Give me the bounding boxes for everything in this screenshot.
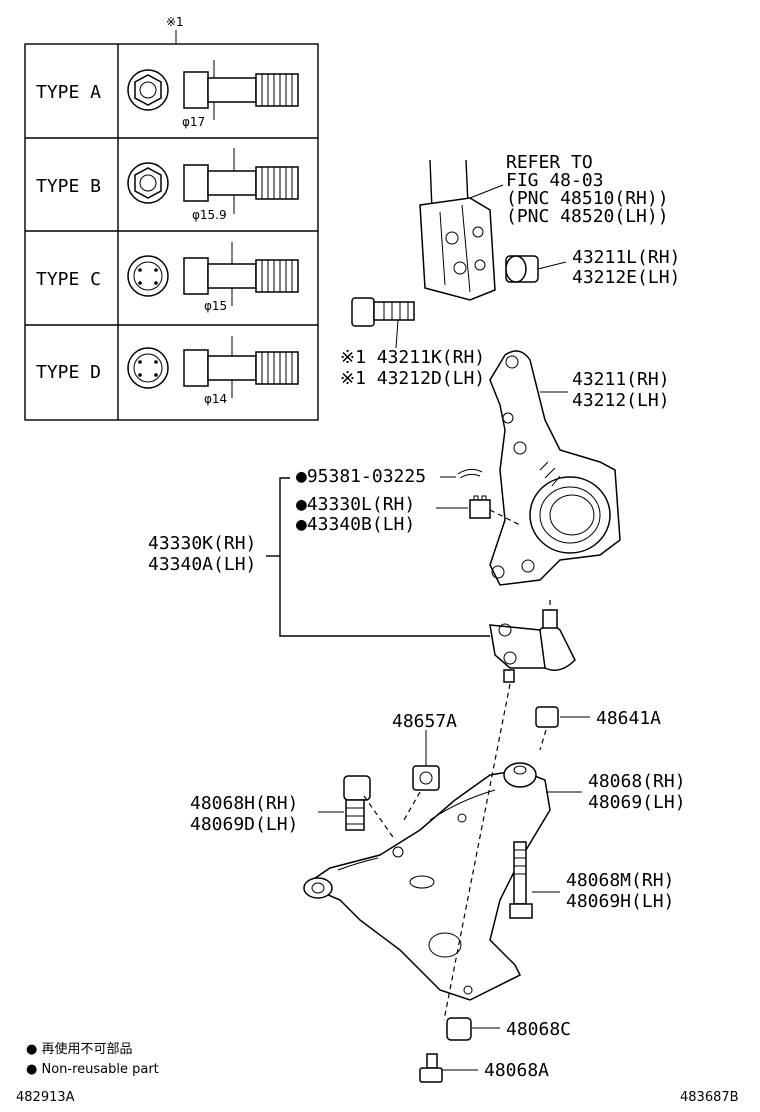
label-43340a: 43340A(LH) [148, 554, 256, 575]
refer-line-1: REFER TO [506, 152, 593, 173]
ball-joint-bracket [266, 477, 576, 683]
bolt-43211k-drawing [351, 297, 415, 349]
type-c-diameter: φ15 [204, 299, 227, 313]
label-43211: 43211(RH) [572, 369, 670, 390]
label-43330l: ●43330L(RH) [296, 494, 415, 515]
lower-arm-drawing [303, 762, 551, 1001]
type-d-label: TYPE D [36, 362, 101, 383]
label-43211k: ※1 43211K(RH) [340, 347, 485, 368]
nut-48641a-drawing [535, 706, 590, 751]
bolt-type-c-icon [127, 242, 299, 306]
label-48068: 48068(RH) [588, 771, 686, 792]
type-a-diameter: φ17 [182, 115, 205, 129]
bolt-48068a-drawing [419, 1053, 478, 1083]
legend-english: ● Non-reusable part [26, 1062, 159, 1077]
steering-knuckle-drawing [489, 350, 621, 586]
label-43212d: ※1 43212D(LH) [340, 368, 485, 389]
bolt-type-table: ※1 TYPE A TYPE B TYPE C TYPE D φ17 [24, 15, 319, 421]
type-c-label: TYPE C [36, 269, 101, 290]
bushing-48068c-drawing [446, 1017, 500, 1041]
label-95381: ●95381-03225 [296, 466, 426, 487]
castle-nut-drawing [436, 495, 521, 526]
bolt-48068h-drawing [318, 775, 396, 841]
label-48641a: 48641A [596, 708, 661, 729]
label-48068a: 48068A [484, 1060, 549, 1081]
label-48068m: 48068M(RH) [566, 870, 674, 891]
refer-line-2: FIG 48-03 [506, 170, 604, 191]
type-b-label: TYPE B [36, 176, 101, 197]
label-48068h: 48068H(RH) [190, 793, 298, 814]
label-43212e: 43212E(LH) [572, 267, 680, 288]
nut-43211l-drawing [505, 255, 567, 283]
bushing-48657a-drawing [403, 730, 440, 821]
label-48657a: 48657A [392, 711, 457, 732]
bolt-type-a-icon [127, 60, 299, 120]
label-48068c: 48068C [506, 1019, 571, 1040]
label-43212: 43212(LH) [572, 390, 670, 411]
strut-bracket-drawing [419, 159, 504, 301]
label-43340b-text: ●43340B(LH) [296, 514, 415, 535]
code-right: 483687B [680, 1090, 739, 1105]
label-48069d: 48069D(LH) [190, 814, 298, 835]
bolt-48068m-drawing [509, 841, 560, 919]
legend-japanese: ● 再使用不可部品 [26, 1041, 132, 1057]
code-left: 482913A [16, 1090, 75, 1105]
refer-line-3: (PNC 48510(RH)) [506, 188, 669, 209]
type-a-label: TYPE A [36, 82, 101, 103]
label-43211l: 43211L(RH) [572, 247, 680, 268]
bolt-type-b-icon [127, 148, 299, 214]
cotter-pin-drawing [440, 468, 483, 479]
table-header-mark: ※1 [166, 15, 184, 29]
refer-line-4: (PNC 48520(LH)) [506, 206, 669, 227]
label-48069h: 48069H(LH) [566, 891, 674, 912]
type-d-diameter: φ14 [204, 392, 227, 406]
label-43330k: 43330K(RH) [148, 533, 256, 554]
bolt-type-d-icon [127, 336, 299, 398]
type-b-diameter: φ15.9 [192, 208, 227, 222]
label-48069: 48069(LH) [588, 792, 686, 813]
